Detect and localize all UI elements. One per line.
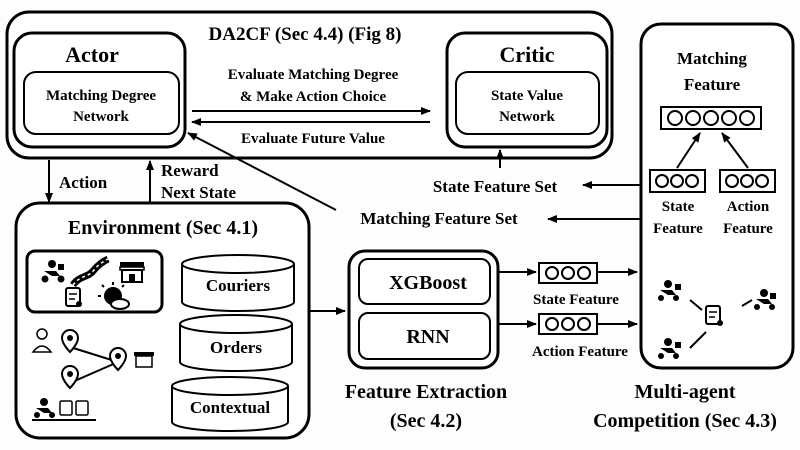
action-feature-vector bbox=[538, 313, 598, 335]
matching-state-line2: Feature bbox=[653, 221, 703, 237]
environment-title: Environment (Sec 4.1) bbox=[68, 217, 258, 239]
matching-action-vector bbox=[719, 169, 776, 193]
matching-title-line2: Feature bbox=[684, 75, 741, 94]
action-label: Action bbox=[59, 173, 108, 192]
critic-inner-line1: State Value bbox=[491, 88, 563, 104]
map-pin-icon bbox=[60, 328, 80, 354]
matching-state-line1: State bbox=[662, 199, 695, 215]
matching-state-vector bbox=[649, 169, 706, 193]
map-pin-icon bbox=[60, 364, 80, 390]
eval-future: Evaluate Future Value bbox=[241, 131, 385, 147]
weather-icon bbox=[98, 282, 130, 310]
database-contextual: Contextual bbox=[171, 376, 289, 432]
extraction-caption-line2: (Sec 4.2) bbox=[390, 410, 462, 432]
scooter-courier-icon bbox=[34, 398, 55, 418]
database-label: Orders bbox=[210, 338, 262, 357]
actor-inner-line2: Network bbox=[73, 109, 129, 125]
road-icon bbox=[70, 255, 110, 288]
competition-caption-line1: Multi-agent bbox=[634, 381, 735, 403]
critic-box: Critic State Value Network bbox=[445, 31, 609, 149]
person-icon bbox=[31, 328, 53, 353]
eval-matching-line1: Evaluate Matching Degree bbox=[228, 67, 399, 83]
matching-set-to-actor-arrow bbox=[187, 132, 337, 211]
competition-caption-line2: Competition (Sec 4.3) bbox=[593, 410, 777, 432]
state-to-matching-arrow bbox=[676, 132, 701, 169]
eval-matching-line2: & Make Action Choice bbox=[240, 89, 387, 105]
database-couriers: Couriers bbox=[181, 254, 295, 312]
da2cf-box: DA2CF (Sec 4.4) (Fig 8) Actor Matching D… bbox=[5, 10, 614, 160]
feature-extraction-box: XGBoost RNN bbox=[347, 249, 500, 370]
matching-action-line2: Feature bbox=[723, 221, 773, 237]
xgboost-label: XGBoost bbox=[389, 272, 467, 294]
order-icon bbox=[705, 305, 723, 326]
database-orders: Orders bbox=[179, 314, 293, 372]
scooter-courier-icon bbox=[41, 260, 65, 283]
scooter-courier-icon bbox=[754, 289, 776, 310]
order-icon bbox=[65, 287, 82, 307]
matching-action-line1: Action bbox=[727, 199, 770, 215]
reward-line1: Reward bbox=[161, 161, 219, 180]
store-icon bbox=[119, 262, 145, 283]
extraction-caption-line1: Feature Extraction bbox=[345, 381, 507, 403]
critic-inner-line2: Network bbox=[499, 109, 555, 125]
order-icon bbox=[59, 400, 89, 416]
competition-illustration bbox=[658, 280, 776, 359]
matching-degree-network-box bbox=[23, 71, 180, 135]
environment-box: Environment (Sec 4.1) bbox=[14, 201, 311, 440]
state-feature-label: State Feature bbox=[533, 292, 619, 308]
scooter-courier-icon bbox=[658, 280, 681, 301]
matching-competition-box: Matching Feature State Feature Action Fe bbox=[639, 22, 795, 370]
map-pin-icon bbox=[108, 346, 128, 372]
actor-inner-line1: Matching Degree bbox=[46, 88, 156, 104]
rnn-label: RNN bbox=[406, 326, 450, 348]
actor-title: Actor bbox=[65, 42, 119, 67]
actor-box: Actor Matching Degree Network bbox=[12, 31, 187, 149]
state-value-network-box bbox=[455, 71, 600, 135]
scooter-courier-icon bbox=[658, 338, 681, 359]
state-feature-set-label: State Feature Set bbox=[433, 177, 558, 196]
action-to-matching-arrow bbox=[721, 132, 749, 169]
database-label: Contextual bbox=[190, 398, 271, 417]
action-feature-label: Action Feature bbox=[532, 344, 628, 360]
reward-line2: Next State bbox=[161, 183, 237, 202]
da2cf-title: DA2CF (Sec 4.4) (Fig 8) bbox=[209, 24, 402, 45]
matching-feature-set-label: Matching Feature Set bbox=[360, 209, 518, 228]
matching-feature-vector bbox=[660, 106, 762, 130]
delivery-route-illustration bbox=[31, 328, 154, 421]
database-label: Couriers bbox=[206, 276, 271, 295]
xgboost-box bbox=[358, 258, 491, 305]
matching-title-line1: Matching bbox=[677, 49, 747, 68]
store-icon bbox=[134, 352, 154, 368]
critic-title: Critic bbox=[500, 42, 555, 67]
state-feature-vector bbox=[538, 262, 598, 284]
rnn-box bbox=[358, 312, 491, 360]
